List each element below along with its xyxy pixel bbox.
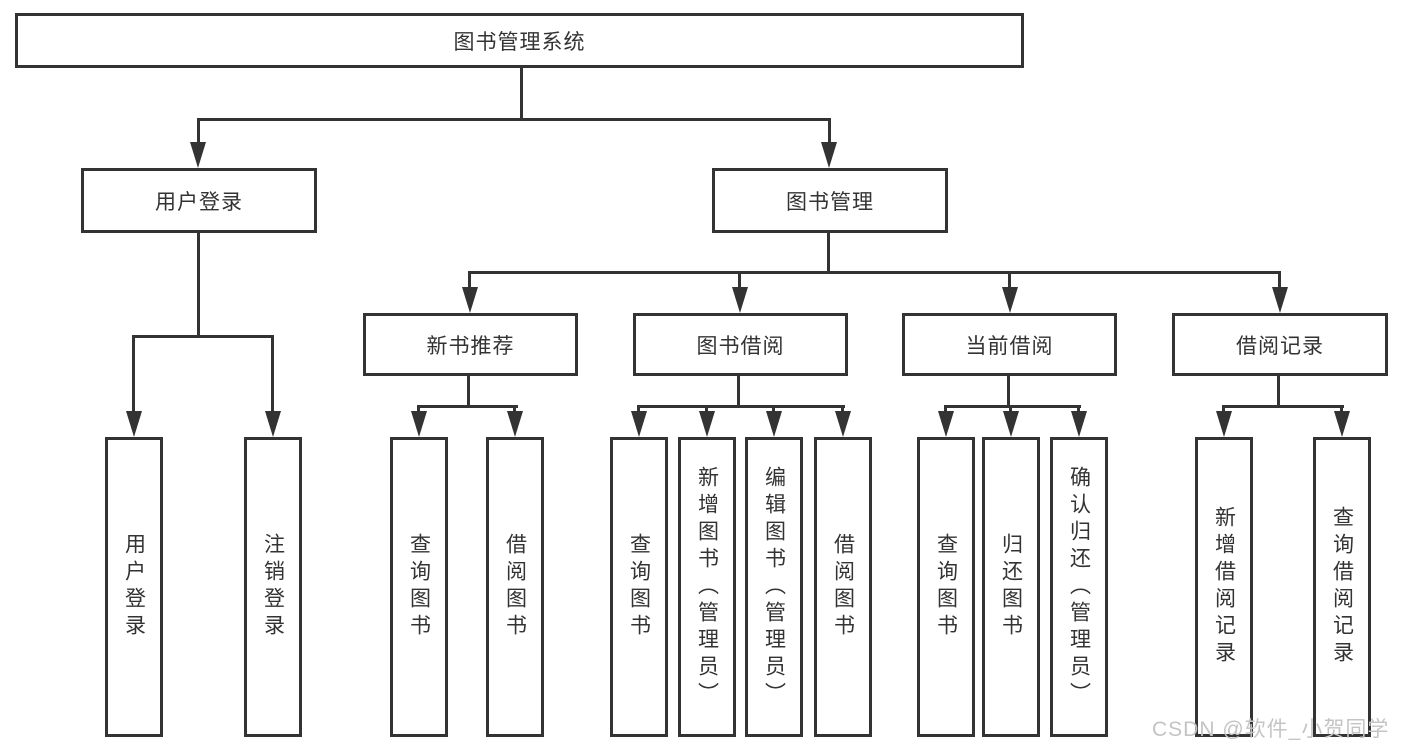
connector-cb-bar — [944, 405, 1081, 408]
leaf-user-login-label: 用户登录 — [122, 533, 146, 641]
connector-br-drop — [1277, 376, 1280, 408]
node-current-borrow: 当前借阅 — [902, 313, 1117, 376]
connector-bookmgmt-stem — [828, 118, 831, 146]
leaf-bb-borrow-books-label: 借阅图书 — [831, 533, 855, 641]
leaf-nbr-borrow-books: 借阅图书 — [486, 437, 544, 737]
arrow-down-icon — [411, 411, 427, 437]
leaf-br-query-record: 查询借阅记录 — [1313, 437, 1371, 737]
leaf-bb-query-books: 查询图书 — [610, 437, 668, 737]
leaf-user-login: 用户登录 — [105, 437, 163, 737]
leaf-nbr-borrow-books-label: 借阅图书 — [503, 533, 527, 641]
arrow-down-icon — [821, 142, 837, 168]
node-root: 图书管理系统 — [15, 13, 1024, 68]
node-borrow-records-label: 借阅记录 — [1236, 334, 1324, 358]
connector-root-bar — [197, 118, 831, 121]
node-book-management: 图书管理 — [712, 168, 948, 233]
connector-nbr-bar — [417, 405, 518, 408]
connector-userlogin-stem — [197, 118, 200, 146]
arrow-down-icon — [766, 411, 782, 437]
leaf-cb-confirm-return: 确认归还（管理员） — [1050, 437, 1108, 737]
arrow-down-icon — [265, 411, 281, 437]
node-book-management-label: 图书管理 — [786, 190, 874, 214]
connector-bb-bar — [637, 405, 845, 408]
connector-br-bar — [1222, 405, 1344, 408]
leaf-bb-add-books-label: 新增图书（管理员） — [695, 465, 719, 709]
connector-userlogin-bar — [132, 335, 274, 338]
leaf-bb-query-books-label: 查询图书 — [627, 533, 651, 641]
arrow-down-icon — [1003, 411, 1019, 437]
leaf-cb-query-books-label: 查询图书 — [934, 533, 958, 641]
node-user-login: 用户登录 — [81, 168, 317, 233]
connector-bookmgmt-drop — [827, 233, 830, 273]
connector-leaf-logout-stem — [271, 335, 274, 415]
csdn-watermark: CSDN @软件_小贺同学 — [1152, 718, 1390, 741]
arrow-down-icon — [1272, 287, 1288, 313]
connector-bb-stem — [738, 271, 741, 293]
arrow-down-icon — [507, 411, 523, 437]
arrow-down-icon — [631, 411, 647, 437]
node-current-borrow-label: 当前借阅 — [965, 334, 1054, 358]
node-book-borrow: 图书借阅 — [633, 313, 848, 376]
arrow-down-icon — [699, 411, 715, 437]
leaf-bb-edit-books: 编辑图书（管理员） — [745, 437, 803, 737]
leaf-cb-return-books: 归还图书 — [982, 437, 1040, 737]
connector-cb-stem — [1008, 271, 1011, 293]
leaf-nbr-query-books-label: 查询图书 — [407, 533, 431, 641]
connector-leaf-userlogin-stem — [132, 335, 135, 415]
node-new-book-recommend-label: 新书推荐 — [426, 334, 515, 358]
leaf-cb-confirm-return-label: 确认归还（管理员） — [1067, 465, 1091, 709]
leaf-bb-borrow-books: 借阅图书 — [814, 437, 872, 737]
connector-cb-drop — [1007, 376, 1010, 408]
node-root-label: 图书管理系统 — [453, 30, 586, 54]
leaf-logout: 注销登录 — [244, 437, 302, 737]
leaf-br-query-record-label: 查询借阅记录 — [1330, 506, 1354, 668]
connector-bookmgmt-bar — [468, 271, 1281, 274]
node-borrow-records: 借阅记录 — [1172, 313, 1388, 376]
leaf-bb-add-books: 新增图书（管理员） — [678, 437, 736, 737]
leaf-cb-return-books-label: 归还图书 — [999, 533, 1023, 641]
arrow-down-icon — [126, 411, 142, 437]
node-user-login-label: 用户登录 — [155, 190, 243, 214]
leaf-br-add-record: 新增借阅记录 — [1195, 437, 1253, 737]
arrow-down-icon — [1334, 411, 1350, 437]
leaf-nbr-query-books: 查询图书 — [390, 437, 448, 737]
arrow-down-icon — [938, 411, 954, 437]
connector-br-stem — [1278, 271, 1281, 293]
connector-nbr-stem — [468, 271, 471, 293]
arrow-down-icon — [732, 287, 748, 313]
arrow-down-icon — [190, 142, 206, 168]
arrow-down-icon — [1002, 287, 1018, 313]
leaf-cb-query-books: 查询图书 — [917, 437, 975, 737]
arrow-down-icon — [835, 411, 851, 437]
connector-bb-drop — [737, 376, 740, 408]
node-new-book-recommend: 新书推荐 — [363, 313, 578, 376]
arrow-down-icon — [1071, 411, 1087, 437]
leaf-bb-edit-books-label: 编辑图书（管理员） — [762, 465, 786, 709]
leaf-br-add-record-label: 新增借阅记录 — [1212, 506, 1236, 668]
connector-nbr-drop — [467, 376, 470, 408]
arrow-down-icon — [1216, 411, 1232, 437]
connector-userlogin-drop — [197, 233, 200, 337]
node-book-borrow-label: 图书借阅 — [696, 334, 785, 358]
arrow-down-icon — [462, 287, 478, 313]
leaf-logout-label: 注销登录 — [261, 533, 285, 641]
connector-root-stem — [520, 68, 523, 121]
